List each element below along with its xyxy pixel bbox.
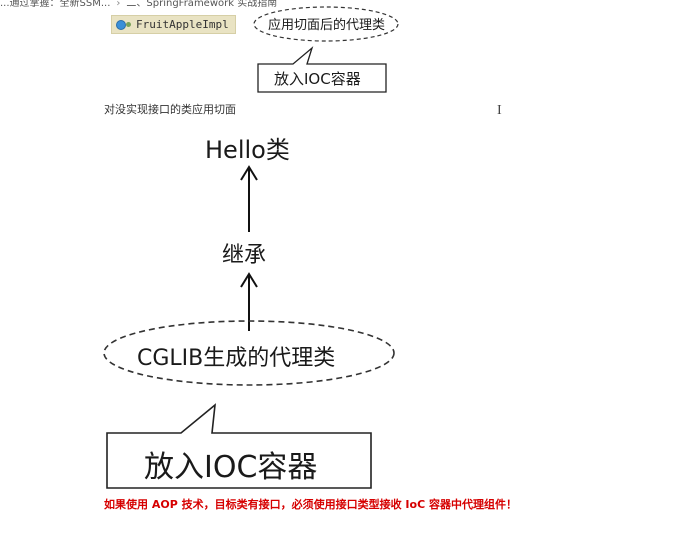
proxy-label-small: 应用切面后的代理类 (268, 18, 386, 33)
hello-class-label: Hello类 (205, 136, 290, 164)
breadcrumb-item-chapter[interactable]: 二、SpringFramework 实战指南 (126, 0, 278, 9)
put-label-small: 放入IOC容器 (274, 70, 361, 88)
class-name: FruitAppleImpl (136, 18, 229, 31)
breadcrumb-separator-icon: › (116, 0, 121, 9)
put-callout-big (106, 403, 372, 489)
arrowhead-inherit (240, 272, 258, 288)
proxy-ellipse-small (253, 6, 399, 42)
cglib-proxy-ellipse (103, 320, 395, 386)
arrowhead-hello (240, 165, 258, 181)
breadcrumb-item-course[interactable]: ...通过掌握：全新SSM... (0, 0, 111, 9)
section-subtitle: 对没实现接口的类应用切面 (104, 103, 236, 116)
inherit-label: 继承 (222, 243, 267, 268)
breadcrumb: ...通过掌握：全新SSM... › 二、SpringFramework 实战指南 (0, 0, 278, 9)
class-icon (116, 20, 126, 30)
put-ioc-label-big: 放入IOC容器 (144, 450, 318, 485)
aop-warning-text: 如果使用 AOP 技术，目标类有接口，必须使用接口类型接收 IoC 容器中代理组… (104, 498, 517, 511)
cglib-proxy-label: CGLIB生成的代理类 (137, 346, 336, 371)
text-cursor-icon: I (497, 103, 502, 118)
put-callout-small (257, 46, 387, 93)
class-file-tab[interactable]: FruitAppleImpl (111, 15, 236, 34)
class-modifier-icon (126, 22, 131, 27)
